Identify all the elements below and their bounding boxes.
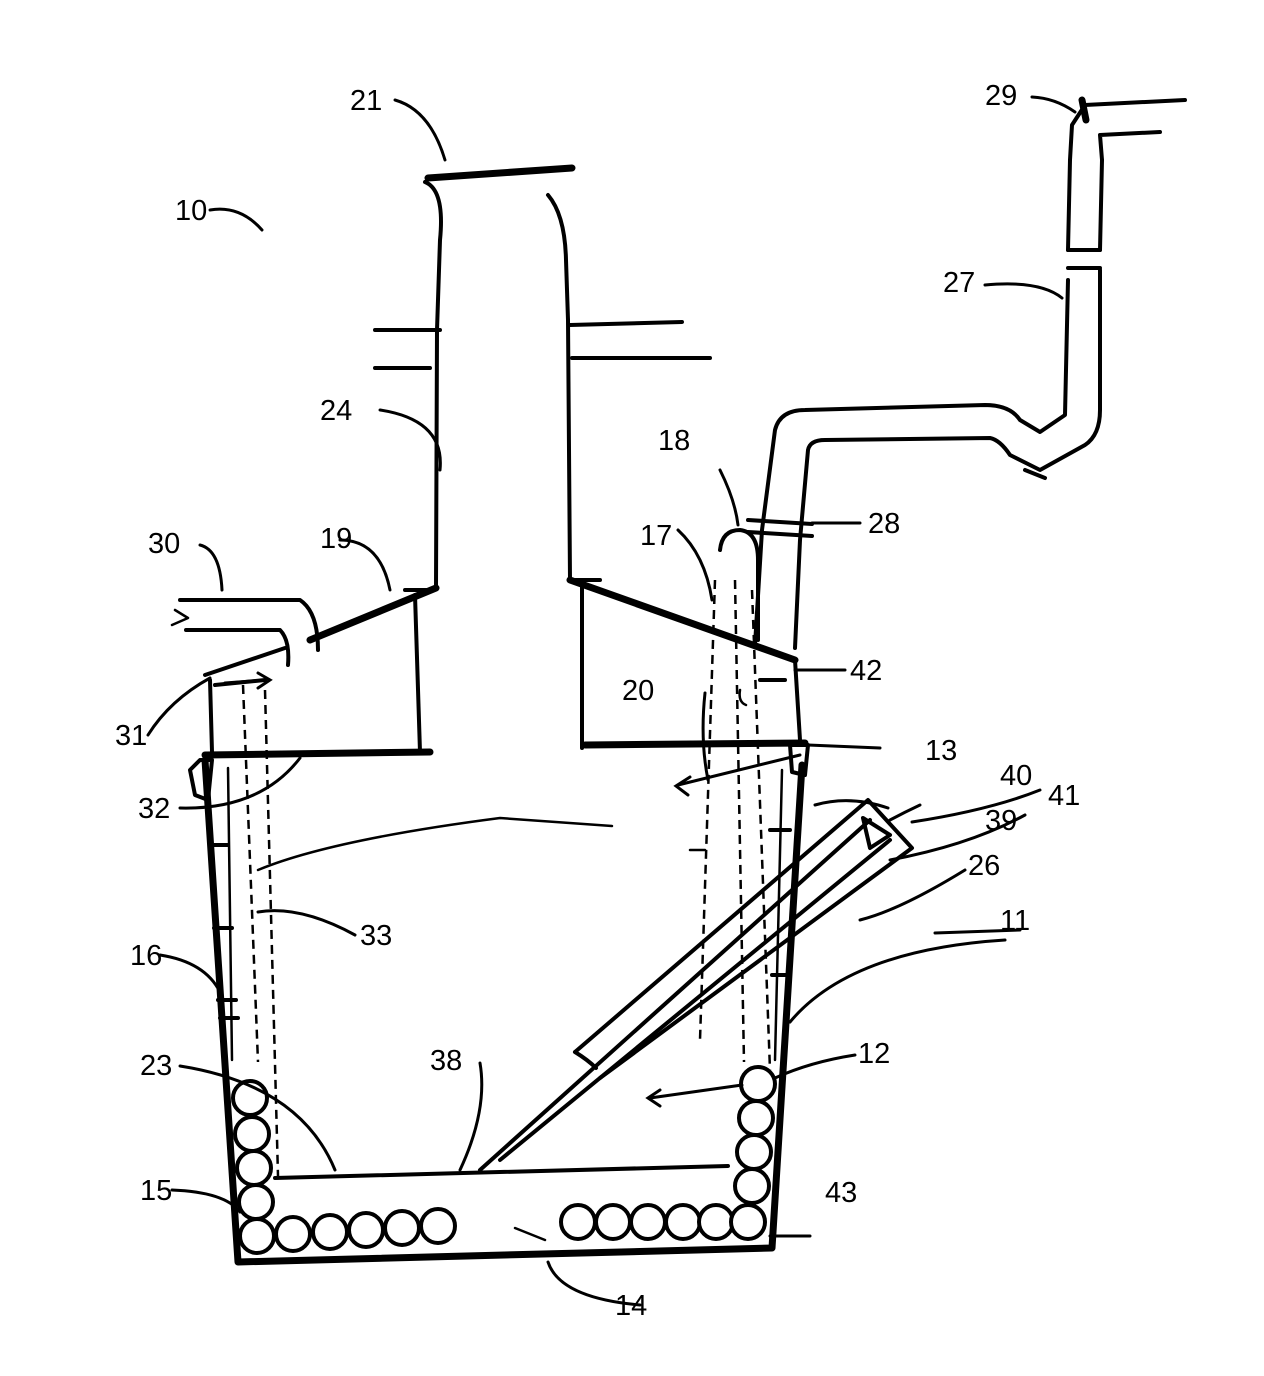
label-14: 14 bbox=[615, 1290, 647, 1322]
tank-lid bbox=[188, 658, 810, 802]
label-16: 16 bbox=[130, 940, 162, 972]
riser-and-neck bbox=[373, 164, 712, 590]
inlet-pipe bbox=[170, 598, 320, 687]
internal-dashed-lines bbox=[241, 528, 787, 1177]
leader-lines bbox=[146, 95, 1077, 1307]
label-19: 19 bbox=[320, 523, 352, 555]
label-32: 32 bbox=[138, 793, 170, 825]
label-41: 41 bbox=[1048, 780, 1080, 812]
tank-body bbox=[201, 756, 806, 1266]
label-42: 42 bbox=[850, 655, 882, 687]
label-17: 17 bbox=[640, 520, 672, 552]
label-30: 30 bbox=[148, 528, 180, 560]
label-33: 33 bbox=[360, 920, 392, 952]
inspection-tube bbox=[478, 798, 914, 1172]
label-31: 31 bbox=[115, 720, 147, 752]
label-21: 21 bbox=[350, 85, 382, 117]
label-40: 40 bbox=[1000, 760, 1032, 792]
flow-arrows bbox=[223, 671, 802, 1108]
label-27: 27 bbox=[943, 267, 975, 299]
filter-media-balls bbox=[231, 1065, 777, 1255]
label-29: 29 bbox=[985, 80, 1017, 112]
label-39: 39 bbox=[985, 805, 1017, 837]
label-18: 18 bbox=[658, 425, 690, 457]
tank-bottom-plate bbox=[236, 1246, 774, 1264]
label-23: 23 bbox=[140, 1050, 172, 1082]
coupling-28 bbox=[746, 518, 814, 538]
water-level-line bbox=[256, 816, 614, 872]
label-15: 15 bbox=[140, 1175, 172, 1207]
label-24: 24 bbox=[320, 395, 352, 427]
label-12: 12 bbox=[858, 1038, 890, 1070]
label-38: 38 bbox=[430, 1045, 462, 1077]
outlet-pipe bbox=[746, 96, 1187, 650]
cone-baffle bbox=[306, 576, 799, 754]
label-11: 11 bbox=[1000, 905, 1030, 937]
filter-floor bbox=[273, 1164, 730, 1180]
label-26: 26 bbox=[968, 850, 1000, 882]
label-20: 20 bbox=[622, 675, 654, 707]
reference-numerals: 10 11 12 13 14 15 16 17 18 19 20 21 23 2… bbox=[115, 80, 1080, 1322]
label-13: 13 bbox=[925, 735, 957, 767]
label-28: 28 bbox=[868, 508, 900, 540]
label-43: 43 bbox=[825, 1177, 857, 1209]
label-10: 10 bbox=[175, 195, 207, 227]
